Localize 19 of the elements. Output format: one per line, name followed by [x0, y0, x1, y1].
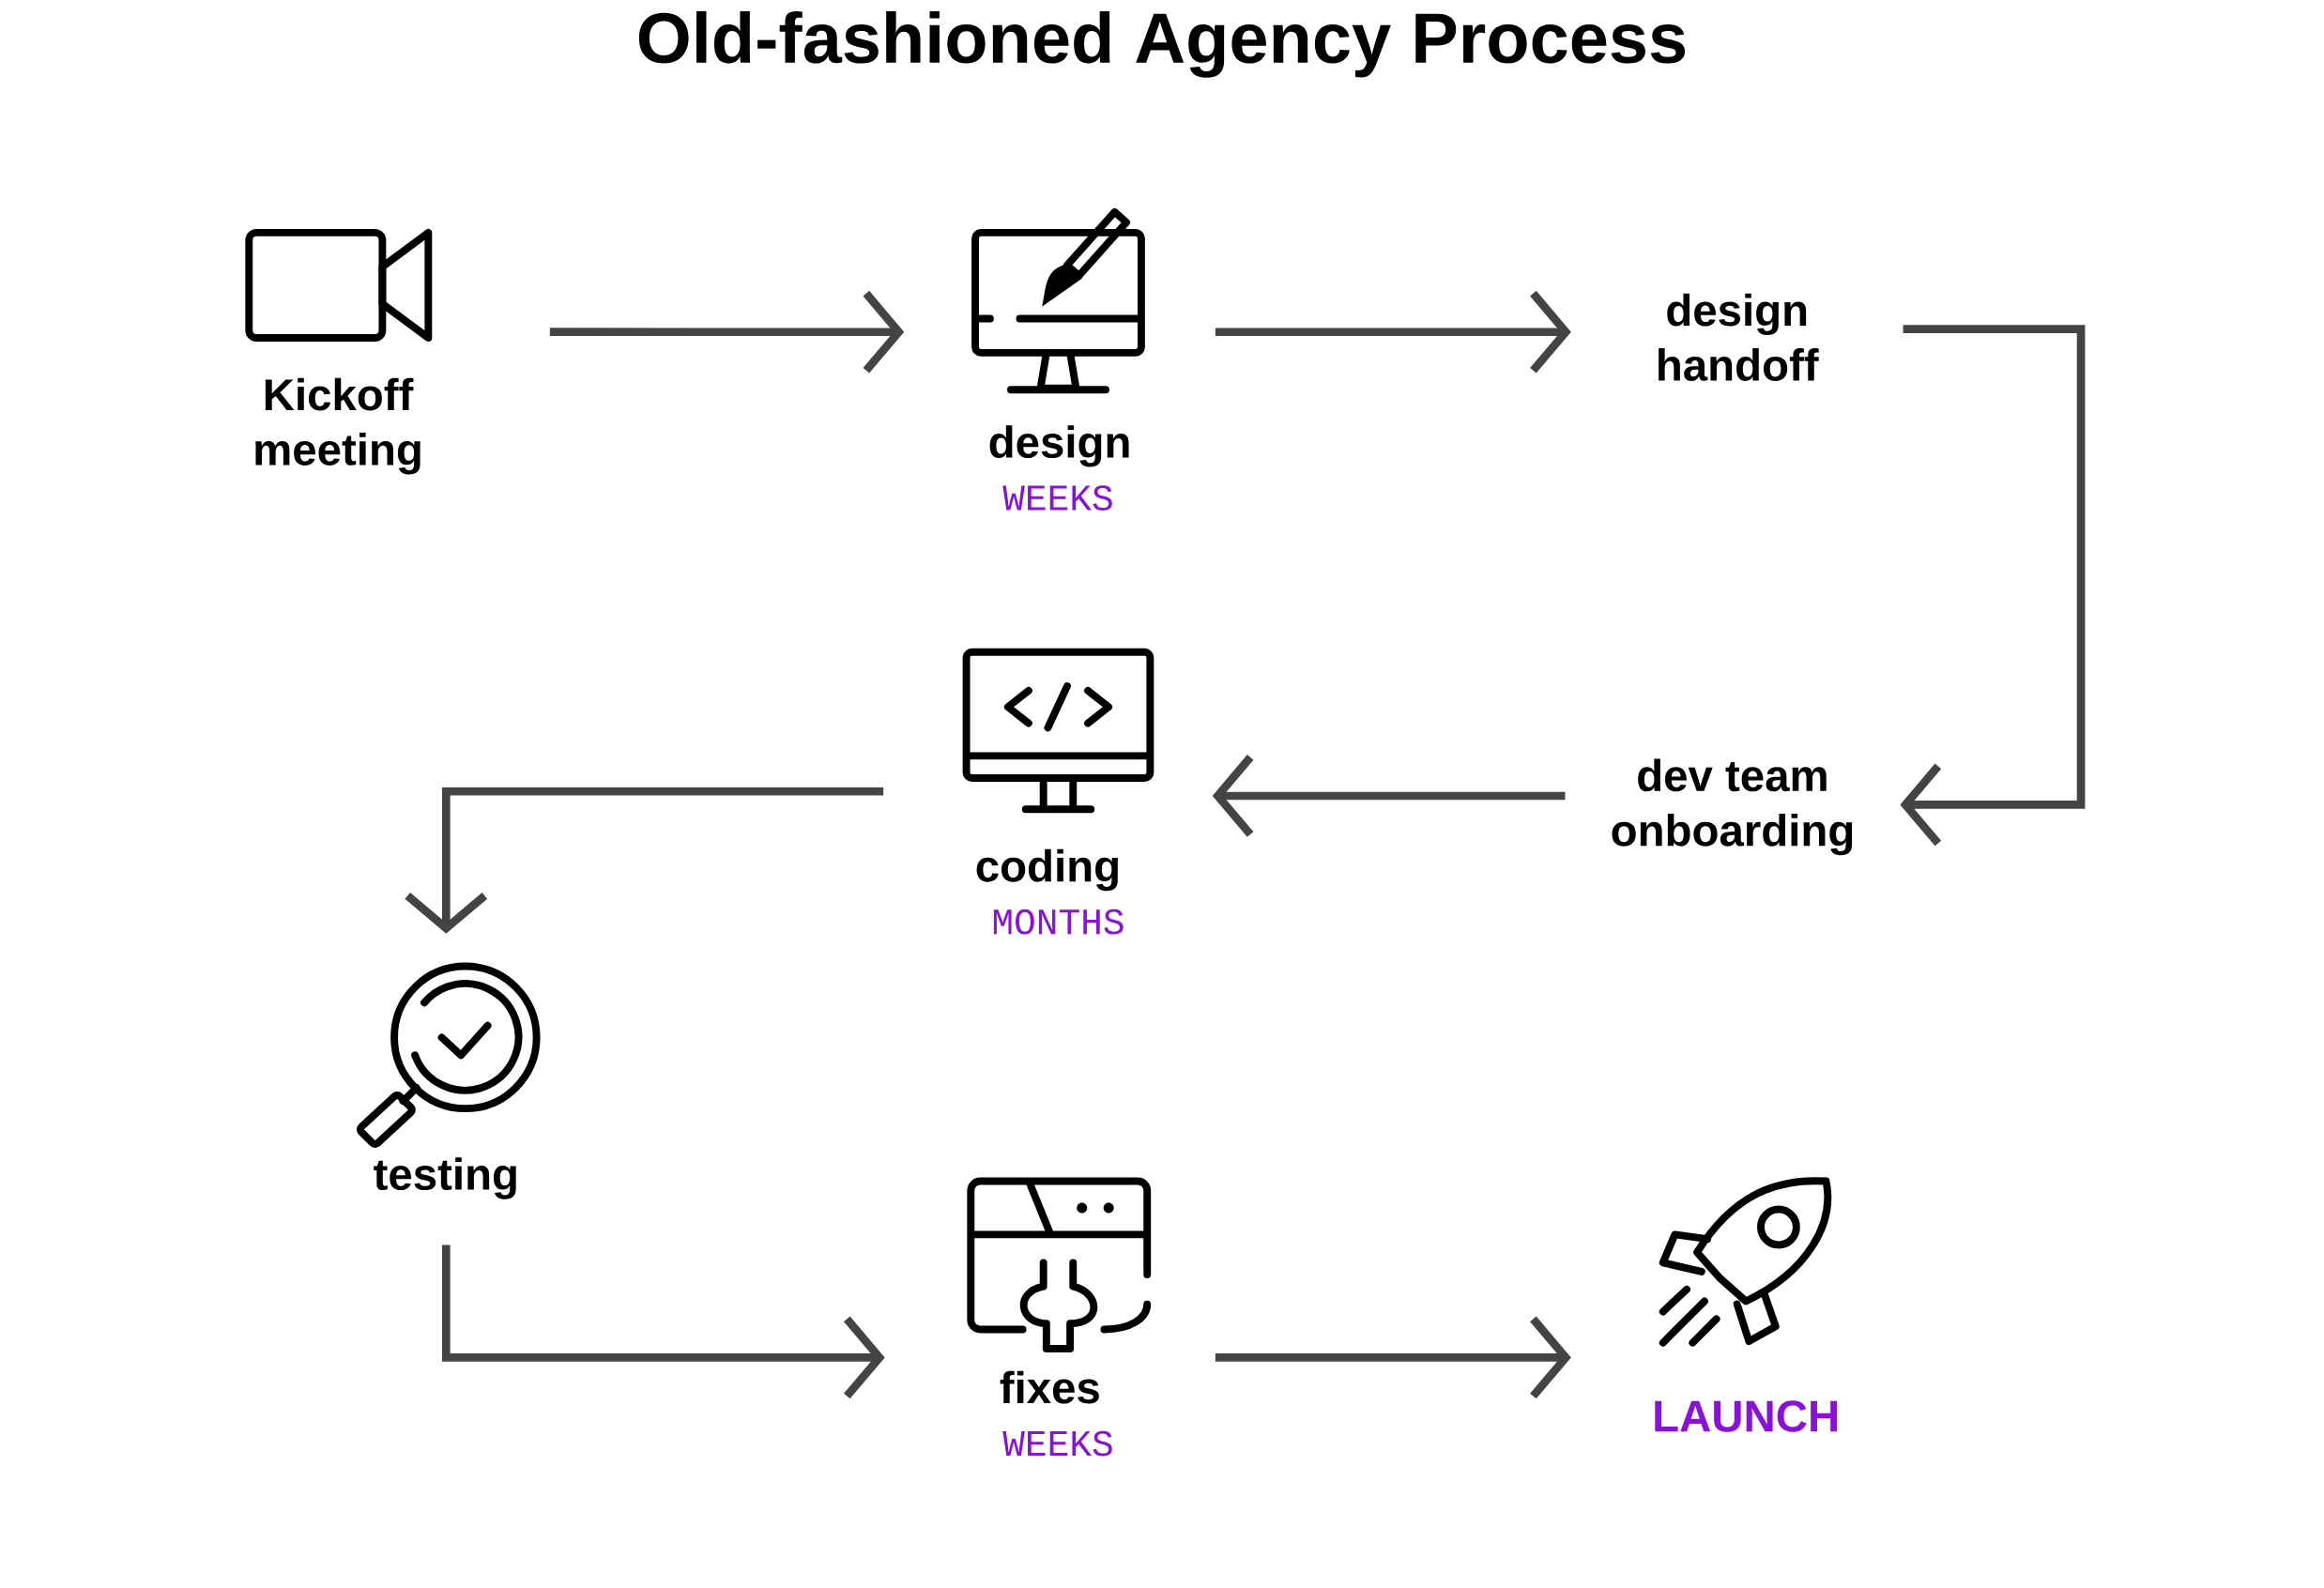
duration-label: WEEKS [1002, 485, 1112, 511]
step-label: coding [976, 848, 1118, 892]
duration-label: WEEKS [1002, 1430, 1112, 1457]
arrow [405, 786, 884, 934]
step-label: design handoff [1659, 293, 1819, 381]
arrow [549, 290, 905, 374]
arrow [441, 1244, 885, 1399]
arrow [1215, 290, 1571, 374]
arrow [1215, 1316, 1571, 1399]
duration-label: MONTHS [993, 909, 1124, 935]
step-label: LAUNCH [1655, 1400, 1837, 1432]
step-label: Kickoff meeting [255, 377, 420, 475]
arrow [1212, 755, 1566, 837]
step-label: fixes [1000, 1370, 1099, 1404]
arrow [1900, 325, 2086, 847]
step-label: dev team onboarding [1612, 758, 1853, 856]
step-label: testing [374, 1157, 516, 1199]
step-label: design [989, 425, 1129, 467]
title: Old-fashioned Agency Process [638, 10, 1686, 78]
